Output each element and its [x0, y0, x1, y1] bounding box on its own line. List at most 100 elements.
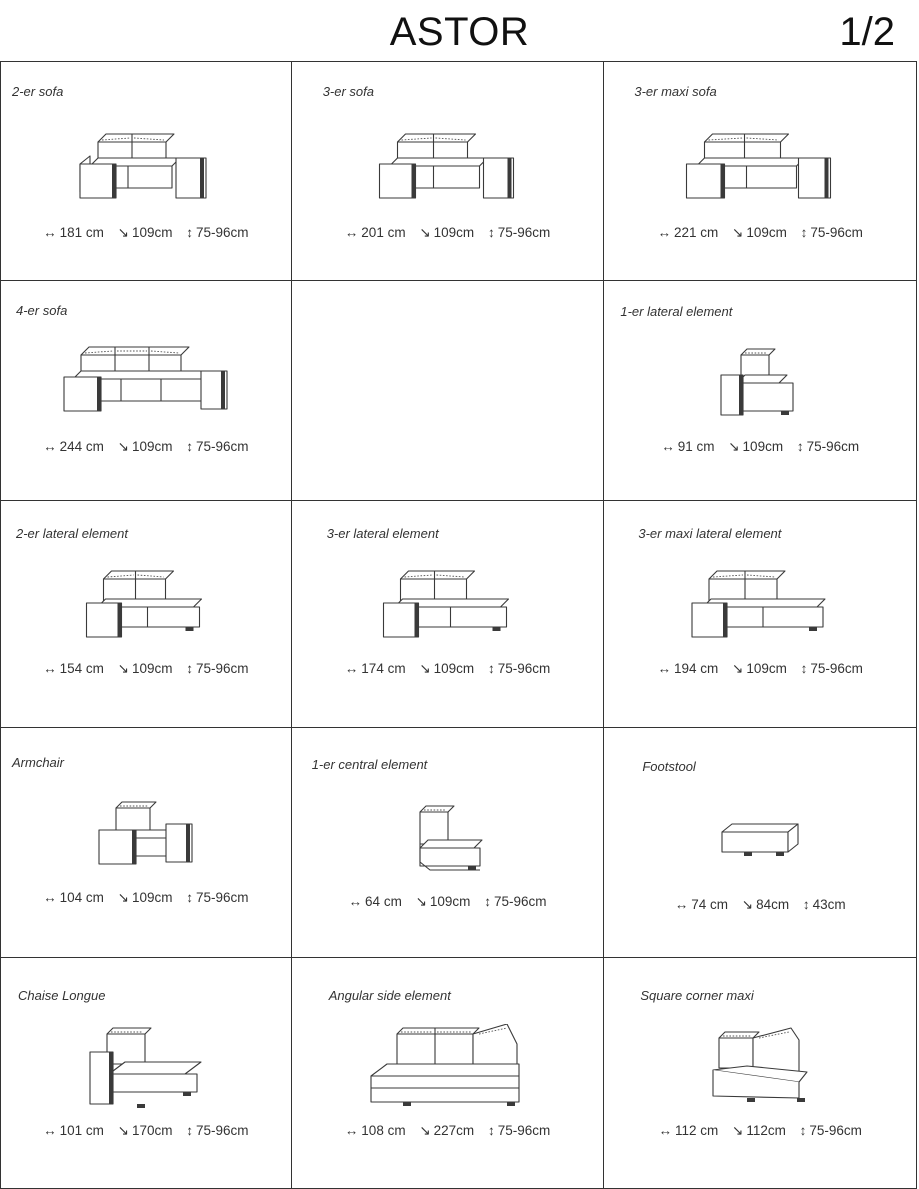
- depth-value: 109cm: [131, 225, 173, 240]
- two-seat-lateral-element-drawing: [85, 570, 202, 638]
- angular-side-element-drawing: [369, 1024, 520, 1106]
- product-label: 1-er central element: [311, 757, 428, 772]
- dimensions: ↔154 cm ↘109cm ↕75-96cm: [1, 661, 291, 677]
- width-value: 112 cm: [674, 1123, 719, 1138]
- one-seat-lateral-element-drawing: [720, 348, 794, 416]
- four-seat-sofa-drawing: [63, 346, 228, 412]
- height-arrow-icon: ↕: [487, 1123, 495, 1138]
- grid-row: Chaise Longue ↔101 cm ↘170cm ↕75-96cm An…: [0, 958, 917, 1189]
- height-value: 43cm: [812, 897, 846, 912]
- dimensions: ↔201 cm ↘109cm ↕75-96cm: [292, 225, 604, 241]
- depth-value: 109cm: [746, 661, 787, 676]
- height-value: 75-96cm: [196, 225, 249, 240]
- product-label: Armchair: [12, 755, 65, 770]
- document-title: ASTOR: [389, 10, 530, 54]
- depth-arrow-icon: ↘: [741, 897, 754, 912]
- depth-arrow-icon: ↘: [117, 225, 129, 240]
- depth-arrow-icon: ↘: [117, 661, 129, 676]
- width-arrow-icon: ↔: [657, 225, 671, 240]
- height-value: 75-96cm: [497, 225, 551, 240]
- product-label: Chaise Longue: [18, 988, 106, 1003]
- width-arrow-icon: ↔: [43, 1123, 57, 1138]
- product-label: 3-er lateral element: [326, 526, 439, 541]
- depth-arrow-icon: ↘: [117, 1123, 129, 1138]
- width-value: 74 cm: [691, 897, 728, 912]
- width-value: 221 cm: [673, 225, 719, 240]
- grid-row: 2-er lateral element ↔154 cm ↘109cm ↕75-…: [0, 501, 917, 728]
- depth-value: 109cm: [742, 439, 784, 454]
- dimensions: ↔101 cm ↘170cm ↕75-96cm: [1, 1123, 291, 1139]
- depth-value: 109cm: [433, 225, 475, 240]
- product-cell-3er-maxi-lateral-element: 3-er maxi lateral element ↔194 cm ↘109cm…: [603, 501, 917, 727]
- width-arrow-icon: ↔: [344, 1123, 359, 1138]
- product-cell-3er-maxi-sofa: 3-er maxi sofa ↔221 cm ↘109cm ↕75-96cm: [603, 62, 917, 280]
- empty-cell: [290, 281, 604, 500]
- width-arrow-icon: ↔: [661, 439, 675, 454]
- product-cell-armchair: Armchair ↔104 cm ↘109cm ↕75-96cm: [0, 728, 291, 957]
- width-arrow-icon: ↔: [43, 439, 57, 454]
- depth-arrow-icon: ↘: [415, 894, 427, 909]
- height-arrow-icon: ↕: [487, 661, 495, 676]
- height-arrow-icon: ↕: [800, 225, 808, 240]
- product-cell-4er-sofa: 4-er sofa ↔244 cm ↘109cm ↕75-96cm: [0, 281, 291, 500]
- depth-value: 109cm: [131, 439, 173, 454]
- depth-value: 109cm: [746, 225, 787, 240]
- dimensions: ↔64 cm ↘109cm ↕75-96cm: [292, 894, 604, 910]
- product-cell-chaise-longue: Chaise Longue ↔101 cm ↘170cm ↕75-96cm: [0, 958, 291, 1188]
- product-label: 4-er sofa: [16, 303, 68, 318]
- product-label: 2-er sofa: [12, 84, 64, 99]
- height-value: 75-96cm: [806, 439, 860, 454]
- dimensions: ↔112 cm ↘112cm ↕75-96cm: [604, 1123, 916, 1139]
- dimensions: ↔91 cm ↘109cm ↕75-96cm: [604, 439, 916, 455]
- product-label: Footstool: [642, 759, 696, 774]
- product-cell-2er-lateral-element: 2-er lateral element ↔154 cm ↘109cm ↕75-…: [0, 501, 291, 727]
- product-label: 1-er lateral element: [620, 304, 733, 319]
- dimensions: ↔104 cm ↘109cm ↕75-96cm: [1, 890, 291, 906]
- armchair-drawing: [98, 801, 193, 865]
- height-value: 75-96cm: [196, 439, 249, 454]
- product-label: 3-er sofa: [322, 84, 374, 99]
- width-value: 108 cm: [361, 1123, 406, 1138]
- height-value: 75-96cm: [810, 661, 863, 676]
- product-label: 3-er maxi sofa: [634, 84, 717, 99]
- two-seat-sofa-drawing: [79, 133, 207, 199]
- height-arrow-icon: ↕: [186, 661, 194, 676]
- height-arrow-icon: ↕: [186, 225, 194, 240]
- product-cell-2er-sofa: 2-er sofa ↔181 cm ↘109cm ↕75-96cm: [0, 62, 291, 280]
- depth-arrow-icon: ↘: [732, 225, 744, 240]
- dimensions: ↔181 cm ↘109cm ↕75-96cm: [1, 225, 291, 241]
- depth-arrow-icon: ↘: [117, 439, 129, 454]
- product-cell-3er-lateral-element: 3-er lateral element ↔174 cm ↘109cm ↕75-…: [290, 501, 604, 727]
- depth-value: 109cm: [433, 661, 475, 676]
- three-seat-maxi-sofa-drawing: [686, 133, 832, 199]
- height-arrow-icon: ↕: [186, 1123, 194, 1138]
- height-value: 75-96cm: [497, 1123, 551, 1138]
- depth-arrow-icon: ↘: [732, 661, 744, 676]
- product-cell-1er-lateral-element: 1-er lateral element ↔91 cm ↘109cm ↕75-9…: [603, 281, 917, 500]
- grid-row: 4-er sofa ↔244 cm ↘109cm ↕75-96cm: [0, 281, 917, 501]
- width-value: 244 cm: [59, 439, 104, 454]
- product-label: 2-er lateral element: [16, 526, 128, 541]
- width-arrow-icon: ↔: [657, 661, 671, 676]
- depth-value: 170cm: [131, 1123, 173, 1138]
- height-arrow-icon: ↕: [487, 225, 495, 240]
- height-value: 75-96cm: [810, 225, 863, 240]
- dimensions: ↔194 cm ↘109cm ↕75-96cm: [604, 661, 916, 677]
- depth-arrow-icon: ↘: [419, 661, 431, 676]
- dimensions: ↔74 cm ↘84cm ↕43cm: [604, 897, 916, 913]
- height-value: 75-96cm: [196, 1123, 249, 1138]
- three-seat-maxi-lateral-element-drawing: [691, 570, 826, 638]
- height-value: 75-96cm: [196, 890, 249, 905]
- product-label: Square corner maxi: [640, 988, 754, 1003]
- product-label: 3-er maxi lateral element: [638, 526, 782, 541]
- depth-arrow-icon: ↘: [728, 439, 740, 454]
- height-value: 75-96cm: [493, 894, 547, 909]
- dimensions: ↔244 cm ↘109cm ↕75-96cm: [1, 439, 291, 455]
- one-seat-central-element-drawing: [418, 805, 483, 871]
- width-value: 201 cm: [361, 225, 406, 240]
- depth-arrow-icon: ↘: [732, 1123, 744, 1138]
- width-value: 104 cm: [59, 890, 104, 905]
- width-arrow-icon: ↔: [43, 225, 57, 240]
- dimensions: ↔174 cm ↘109cm ↕75-96cm: [292, 661, 604, 677]
- depth-value: 112cm: [746, 1123, 786, 1138]
